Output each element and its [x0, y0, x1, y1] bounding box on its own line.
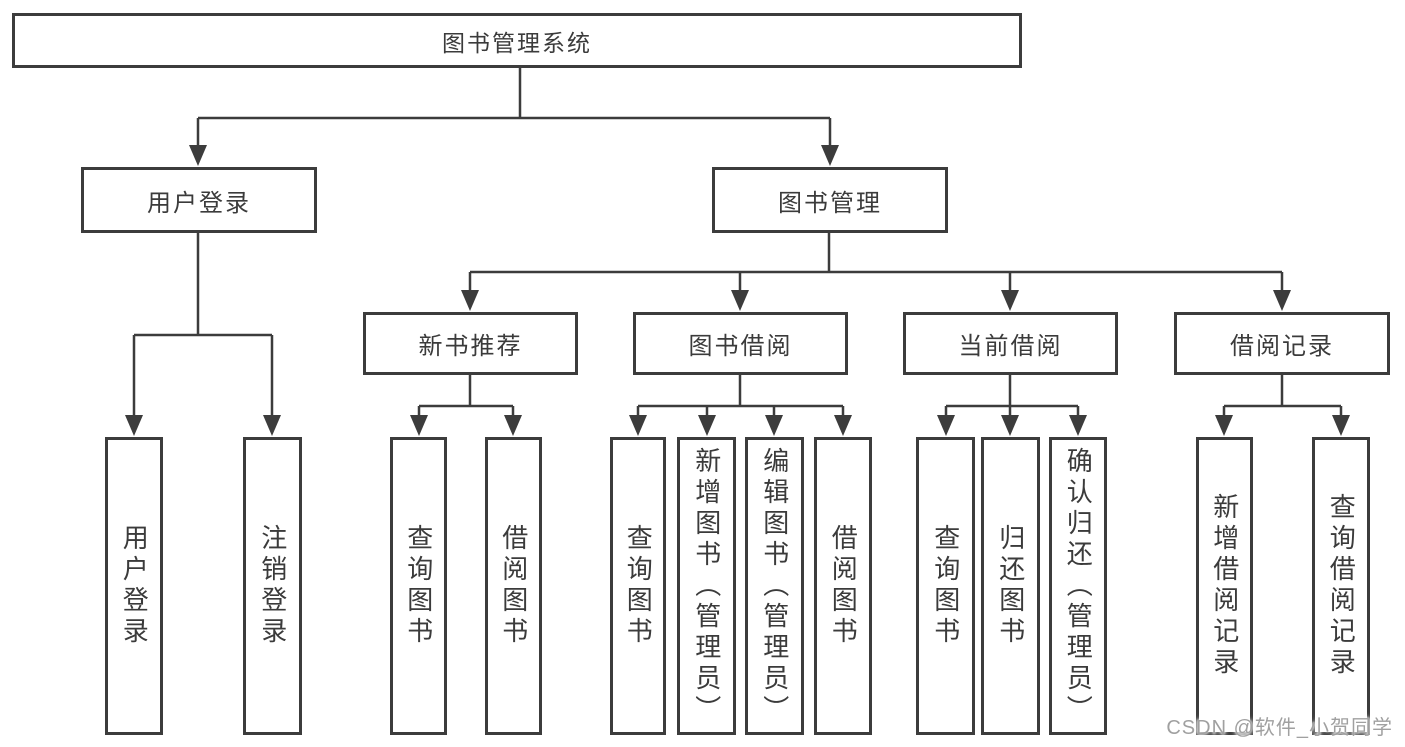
leaf-add-borrow-record: 新增借阅记录: [1196, 437, 1253, 735]
arrow-icon: [1273, 290, 1291, 311]
arrow-icon: [1001, 290, 1019, 311]
leaf-query-borrow-record: 查询借阅记录: [1312, 437, 1370, 735]
leaf-query-books-borrow: 查询图书: [610, 437, 666, 735]
node-current-borrow: 当前借阅: [903, 312, 1118, 375]
node-label: 新书推荐: [418, 333, 523, 360]
arrow-icon: [937, 415, 955, 436]
arrow-icon: [263, 415, 281, 436]
leaf-label: 借阅图书: [828, 524, 859, 648]
leaf-borrow-books-recommend: 借阅图书: [485, 437, 542, 735]
leaf-borrow-books: 借阅图书: [814, 437, 872, 735]
leaf-label: 新增借阅记录: [1209, 493, 1240, 679]
leaf-return-book: 归还图书: [981, 437, 1040, 735]
node-borrow-records: 借阅记录: [1174, 312, 1390, 375]
leaf-label: 用户登录: [119, 524, 150, 648]
node-label: 借阅记录: [1230, 333, 1334, 360]
node-root-label: 图书管理系统: [442, 29, 592, 56]
node-new-book-recommend: 新书推荐: [363, 312, 578, 375]
leaf-label: 借阅图书: [498, 524, 529, 648]
arrow-icon: [125, 415, 143, 436]
leaf-label: 查询图书: [623, 524, 654, 648]
leaf-user-login: 用户登录: [105, 437, 163, 735]
leaf-query-books-recommend: 查询图书: [390, 437, 447, 735]
leaf-edit-book-admin: 编辑图书（管理员）: [745, 437, 804, 735]
leaf-label: 确认归还（管理员）: [1063, 446, 1094, 726]
arrow-icon: [765, 415, 783, 436]
node-label: 图书管理: [778, 189, 882, 217]
leaf-label: 注销登录: [257, 524, 288, 648]
arrow-icon: [1069, 415, 1087, 436]
leaf-label: 查询借阅记录: [1326, 493, 1357, 679]
arrow-icon: [834, 415, 852, 436]
arrow-icon: [698, 415, 716, 436]
node-label: 当前借阅: [958, 333, 1063, 360]
arrow-icon: [410, 415, 428, 436]
arrow-icon: [629, 415, 647, 436]
leaf-label: 归还图书: [995, 524, 1026, 648]
arrow-icon: [1332, 415, 1350, 436]
leaf-label: 查询图书: [403, 524, 434, 648]
arrow-icon: [189, 145, 207, 166]
leaf-label: 查询图书: [930, 524, 961, 648]
arrow-icon: [1001, 415, 1019, 436]
arrow-icon: [821, 145, 839, 166]
arrow-icon: [731, 290, 749, 311]
csdn-watermark: CSDN @软件_小贺同学: [1166, 717, 1393, 739]
arrow-icon: [504, 415, 522, 436]
leaf-label: 新增图书（管理员）: [691, 446, 722, 726]
node-user-login: 用户登录: [81, 167, 317, 233]
arrow-icon: [1215, 415, 1233, 436]
node-label: 图书借阅: [688, 333, 793, 360]
leaf-query-books-current: 查询图书: [916, 437, 975, 735]
node-root: 图书管理系统: [12, 13, 1022, 68]
node-book-management: 图书管理: [712, 167, 948, 233]
node-book-borrow: 图书借阅: [633, 312, 848, 375]
leaf-confirm-return-admin: 确认归还（管理员）: [1049, 437, 1107, 735]
arrow-icon: [461, 290, 479, 311]
leaf-label: 编辑图书（管理员）: [759, 446, 790, 726]
leaf-logout: 注销登录: [243, 437, 302, 735]
node-label: 用户登录: [147, 189, 251, 217]
leaf-add-book-admin: 新增图书（管理员）: [677, 437, 736, 735]
